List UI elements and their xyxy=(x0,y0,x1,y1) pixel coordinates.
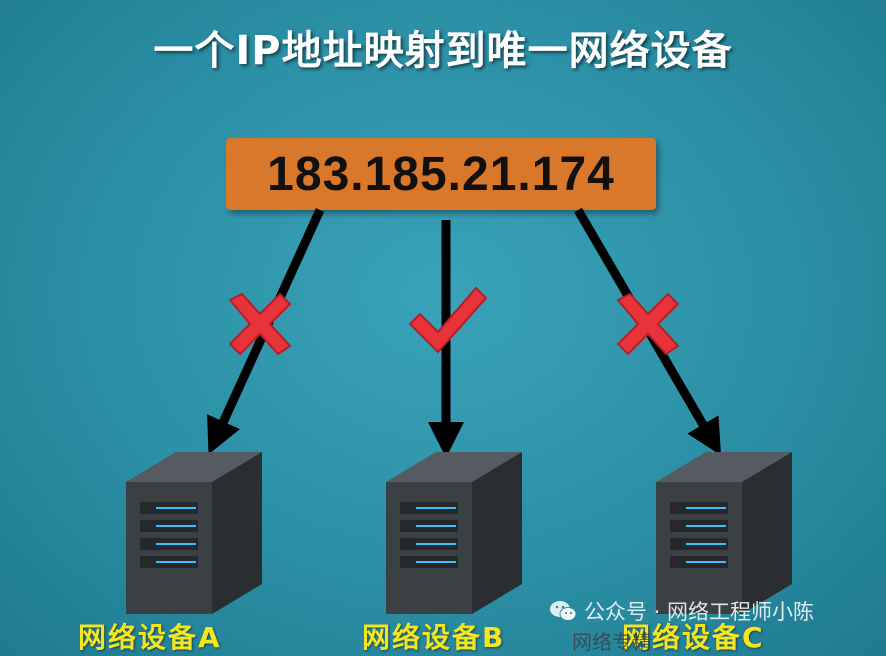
server-a-icon xyxy=(126,452,262,614)
cross-mark-c-icon xyxy=(618,294,678,354)
server-c-icon xyxy=(656,452,792,614)
wechat-icon xyxy=(548,596,578,626)
server-b-icon xyxy=(386,452,522,614)
device-b-label: 网络设备B xyxy=(362,616,505,656)
watermark-line2: 网络专精 xyxy=(572,626,652,655)
watermark: 公众号 · 网络工程师小陈 xyxy=(548,596,814,626)
device-a-label: 网络设备A xyxy=(78,616,222,656)
watermark-line1: 公众号 · 网络工程师小陈 xyxy=(584,596,814,626)
